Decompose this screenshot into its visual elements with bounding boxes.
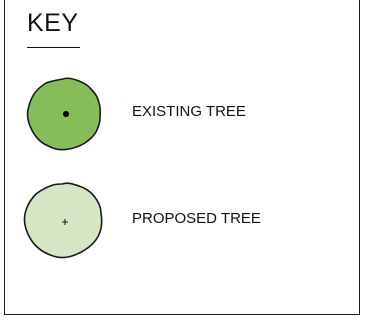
legend-frame: KEY — [4, 0, 360, 315]
proposed-tree-icon — [23, 182, 103, 259]
legend-label-proposed-tree: PROPOSED TREE — [132, 210, 261, 227]
existing-tree-icon — [26, 77, 102, 151]
proposed-tree-center-plus — [62, 219, 68, 225]
legend-title-underline — [27, 47, 80, 48]
existing-tree-center-dot — [63, 111, 69, 117]
legend-title: KEY — [27, 9, 79, 37]
legend-label-existing-tree: EXISTING TREE — [132, 103, 246, 120]
